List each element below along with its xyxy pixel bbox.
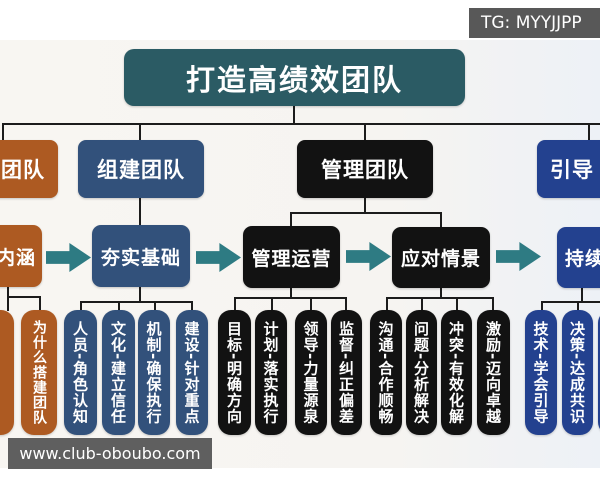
site-watermark-badge: www.club-oboubo.com — [8, 438, 212, 469]
connector-operation-bus — [234, 297, 347, 299]
plan-label: 计划-落实执行 — [261, 320, 280, 425]
construction-label: 建设-针对重点 — [182, 320, 201, 425]
connector-foundation-bus — [80, 301, 193, 303]
node-handle-situation: 应对情景 — [392, 227, 490, 288]
manage-operation-label: 管理运营 — [251, 247, 332, 270]
guide-team-label: 引导 — [550, 158, 594, 182]
connector-drop-situation — [440, 212, 442, 228]
connector-drop-guide — [588, 123, 590, 141]
column-mechanism: 机制-确保执行 — [138, 310, 170, 435]
connector-drop-col1 — [80, 301, 82, 311]
column-motivation: 激励-迈向卓越 — [477, 310, 510, 435]
connector-connotation-drop — [7, 287, 9, 311]
node-connotation-partial: 内涵 — [0, 225, 42, 287]
personnel-label: 人员-角色认知 — [71, 320, 89, 425]
connector-drop-col5 — [234, 297, 236, 311]
connector-drop-col11 — [456, 297, 458, 311]
node-sustain-partial: 持续 — [557, 227, 600, 288]
conflict-label: 冲突-有效化解 — [447, 320, 465, 425]
connector-sustain-drop — [581, 285, 583, 303]
goal-label: 目标-明确方向 — [225, 320, 243, 425]
decision-label: 决策-达成共识 — [568, 320, 586, 425]
connector-drop-col14 — [577, 301, 579, 311]
connector-drop-col12 — [492, 297, 494, 311]
node-manage-operation: 管理运营 — [243, 226, 340, 288]
team-label: 团队 — [1, 158, 45, 182]
connector-drop-col2 — [118, 301, 120, 311]
connector-drop-team — [2, 123, 4, 141]
why-build-team-label: 为什么搭建团队 — [31, 320, 47, 425]
tg-watermark-badge: TG: MYYJJPP — [469, 8, 600, 38]
connector-level2-bus — [2, 123, 600, 125]
connector-drop-col6 — [271, 297, 273, 311]
supervision-label: 监督-纠正偏差 — [337, 320, 355, 425]
node-manage-team: 管理团队 — [297, 140, 433, 198]
column-partial-left — [0, 310, 14, 435]
sustain-label: 持续 — [564, 248, 600, 270]
connector-drop-col4 — [191, 301, 193, 311]
connector-drop-col9 — [386, 297, 388, 311]
leadership-label: 领导-力量源泉 — [301, 320, 320, 425]
site-watermark-text: www.club-oboubo.com — [19, 444, 201, 463]
connector-drop-manage — [364, 123, 366, 141]
connector-drop-col7 — [310, 297, 312, 311]
column-problem: 问题-分析解决 — [406, 310, 437, 435]
node-team-partial: 团队 — [0, 140, 58, 198]
node-build-team: 组建团队 — [78, 140, 204, 198]
technique-label: 技术-学会引导 — [531, 320, 550, 425]
column-communication: 沟通-合作顺畅 — [370, 310, 402, 435]
build-team-label: 组建团队 — [97, 158, 185, 182]
connector-operation-drop — [290, 288, 292, 299]
column-decision: 决策-达成共识 — [562, 310, 593, 435]
connector-sustain-bus — [541, 301, 600, 303]
column-leadership: 领导-力量源泉 — [295, 310, 327, 435]
connector-drop-col10 — [421, 297, 423, 311]
connector-drop-build — [139, 123, 141, 141]
manage-team-label: 管理团队 — [321, 158, 409, 182]
column-technique: 技术-学会引导 — [525, 310, 557, 435]
column-construction: 建设-针对重点 — [176, 310, 208, 435]
connector-connotation-bus — [7, 296, 41, 298]
connector-situation-drop — [440, 288, 442, 299]
column-supervision: 监督-纠正偏差 — [331, 310, 362, 435]
connector-foundation-drop — [139, 287, 141, 303]
node-guide-team-partial: 引导 — [537, 140, 600, 198]
motivation-label: 激励-迈向卓越 — [484, 320, 502, 425]
column-conflict: 冲突-有效化解 — [441, 310, 472, 435]
connector-drop-col13 — [541, 301, 543, 311]
mechanism-label: 机制-确保执行 — [144, 320, 163, 425]
column-plan: 计划-落实执行 — [255, 310, 287, 435]
problem-label: 问题-分析解决 — [412, 320, 430, 425]
connector-manage-bus — [290, 212, 442, 214]
connector-drop-col8 — [345, 297, 347, 311]
connector-situation-bus — [386, 297, 493, 299]
solid-foundation-label: 夯实基础 — [100, 246, 181, 269]
connector-drop-why — [39, 296, 41, 311]
column-culture: 文化-建立信任 — [102, 310, 135, 435]
node-title: 打造高绩效团队 — [124, 49, 465, 106]
handle-situation-label: 应对情景 — [400, 248, 481, 270]
column-why-build-team: 为什么搭建团队 — [21, 310, 57, 435]
bottom-margin — [0, 468, 600, 480]
connotation-label: 内涵 — [0, 246, 36, 269]
column-goal: 目标-明确方向 — [218, 310, 251, 435]
title-label: 打造高绩效团队 — [185, 62, 403, 97]
connector-build-foundation — [139, 198, 141, 226]
column-partial-right — [598, 310, 600, 435]
connector-manage-drop — [364, 198, 366, 213]
node-solid-foundation: 夯实基础 — [92, 225, 190, 287]
culture-label: 文化-建立信任 — [109, 320, 127, 425]
connector-drop-col3 — [154, 301, 156, 311]
tg-watermark-text: TG: MYYJJPP — [481, 13, 582, 33]
communication-label: 沟通-合作顺畅 — [376, 320, 395, 425]
connector-drop-operation — [290, 212, 292, 227]
column-personnel: 人员-角色认知 — [64, 310, 97, 435]
connector-title-drop — [293, 106, 295, 124]
